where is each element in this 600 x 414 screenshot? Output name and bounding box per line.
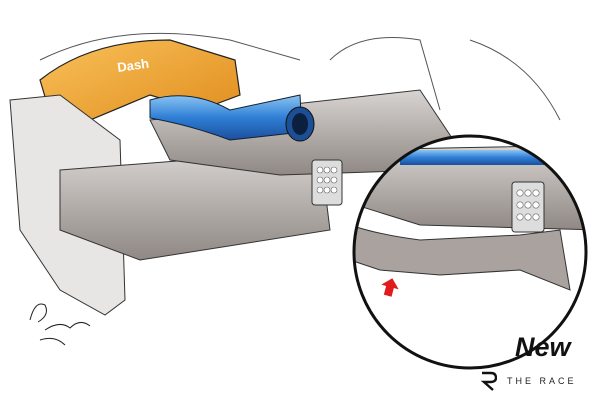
new-label: New — [515, 332, 571, 362]
sponsor-text: Dash — [116, 56, 150, 75]
artist-signature — [29, 303, 91, 346]
magnifier-ring — [352, 134, 588, 370]
logo-text: THE RACE — [507, 376, 577, 386]
red-arrow-icon — [381, 278, 399, 297]
the-race-logo: THE RACE — [481, 371, 577, 391]
magnified-detail — [352, 134, 588, 370]
upper-bodywork — [39, 32, 561, 121]
rear-light — [311, 159, 343, 206]
r-logo-icon — [481, 371, 497, 391]
